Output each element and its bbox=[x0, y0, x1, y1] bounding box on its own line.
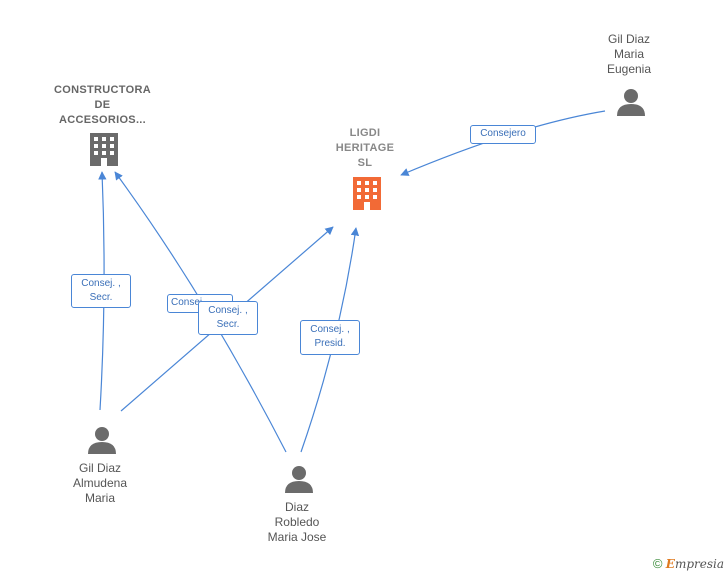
label-line: Almudena bbox=[72, 476, 128, 490]
brand-initial: E bbox=[665, 557, 675, 571]
label-line: Maria bbox=[613, 47, 644, 61]
edge-label-robledo-secr: Consej. , Secr. bbox=[198, 301, 258, 335]
building-icon[interactable] bbox=[353, 177, 381, 210]
label-line: Gil Diaz bbox=[607, 32, 650, 46]
label-line: DE bbox=[94, 99, 111, 111]
label-line: Consejero bbox=[480, 128, 526, 139]
label-line: Gil Diaz bbox=[78, 461, 121, 475]
person-label-gil-diaz-maria-eugenia[interactable]: Gil Diaz Maria Eugenia bbox=[588, 32, 670, 77]
brand-name: Empresia bbox=[666, 557, 724, 571]
label-line: Consej. , bbox=[81, 278, 121, 289]
label-line: ACCESORIOS... bbox=[58, 114, 147, 126]
label-line: Maria Jose bbox=[267, 530, 327, 544]
label-line: Consej. , bbox=[310, 324, 350, 335]
copyright-icon: © bbox=[652, 556, 663, 571]
label-line: Diaz bbox=[284, 500, 309, 514]
label-line: HERITAGE bbox=[335, 142, 395, 154]
brand-rest: mpresia bbox=[674, 557, 724, 571]
building-icon[interactable] bbox=[90, 133, 118, 166]
label-line: LIGDI bbox=[349, 127, 381, 139]
person-label-diaz-robledo[interactable]: Diaz Robledo Maria Jose bbox=[252, 500, 342, 545]
company-label-constructora[interactable]: CONSTRUCTORA DE ACCESORIOS... bbox=[40, 83, 165, 128]
edge-label-almudena-secr: Consej. , Secr. bbox=[71, 274, 131, 308]
person-icon[interactable] bbox=[88, 427, 116, 454]
label-line: Presid. bbox=[314, 338, 346, 349]
label-line: Eugenia bbox=[606, 62, 652, 76]
label-line: Consej. , bbox=[171, 297, 211, 308]
person-label-gil-diaz-almudena[interactable]: Gil Diaz Almudena Maria bbox=[58, 461, 142, 506]
label-line: Secr. bbox=[89, 292, 113, 303]
label-line: Consej. , bbox=[208, 305, 248, 316]
label-line: Maria bbox=[84, 491, 115, 505]
label-line: Robledo bbox=[274, 515, 320, 529]
label-line: Secr. bbox=[216, 319, 240, 330]
empresia-logo[interactable]: © Empresia bbox=[653, 556, 724, 571]
edge-label-robledo-presid: Consej. , Presid. bbox=[300, 320, 360, 355]
company-label-ligdi[interactable]: LIGDI HERITAGE SL bbox=[320, 126, 410, 171]
label-line: CONSTRUCTORA bbox=[54, 84, 151, 96]
person-icon[interactable] bbox=[285, 466, 313, 493]
person-icon[interactable] bbox=[617, 89, 645, 116]
edge-label-consejero: Consejero bbox=[470, 125, 536, 144]
label-line: SL bbox=[357, 157, 373, 169]
